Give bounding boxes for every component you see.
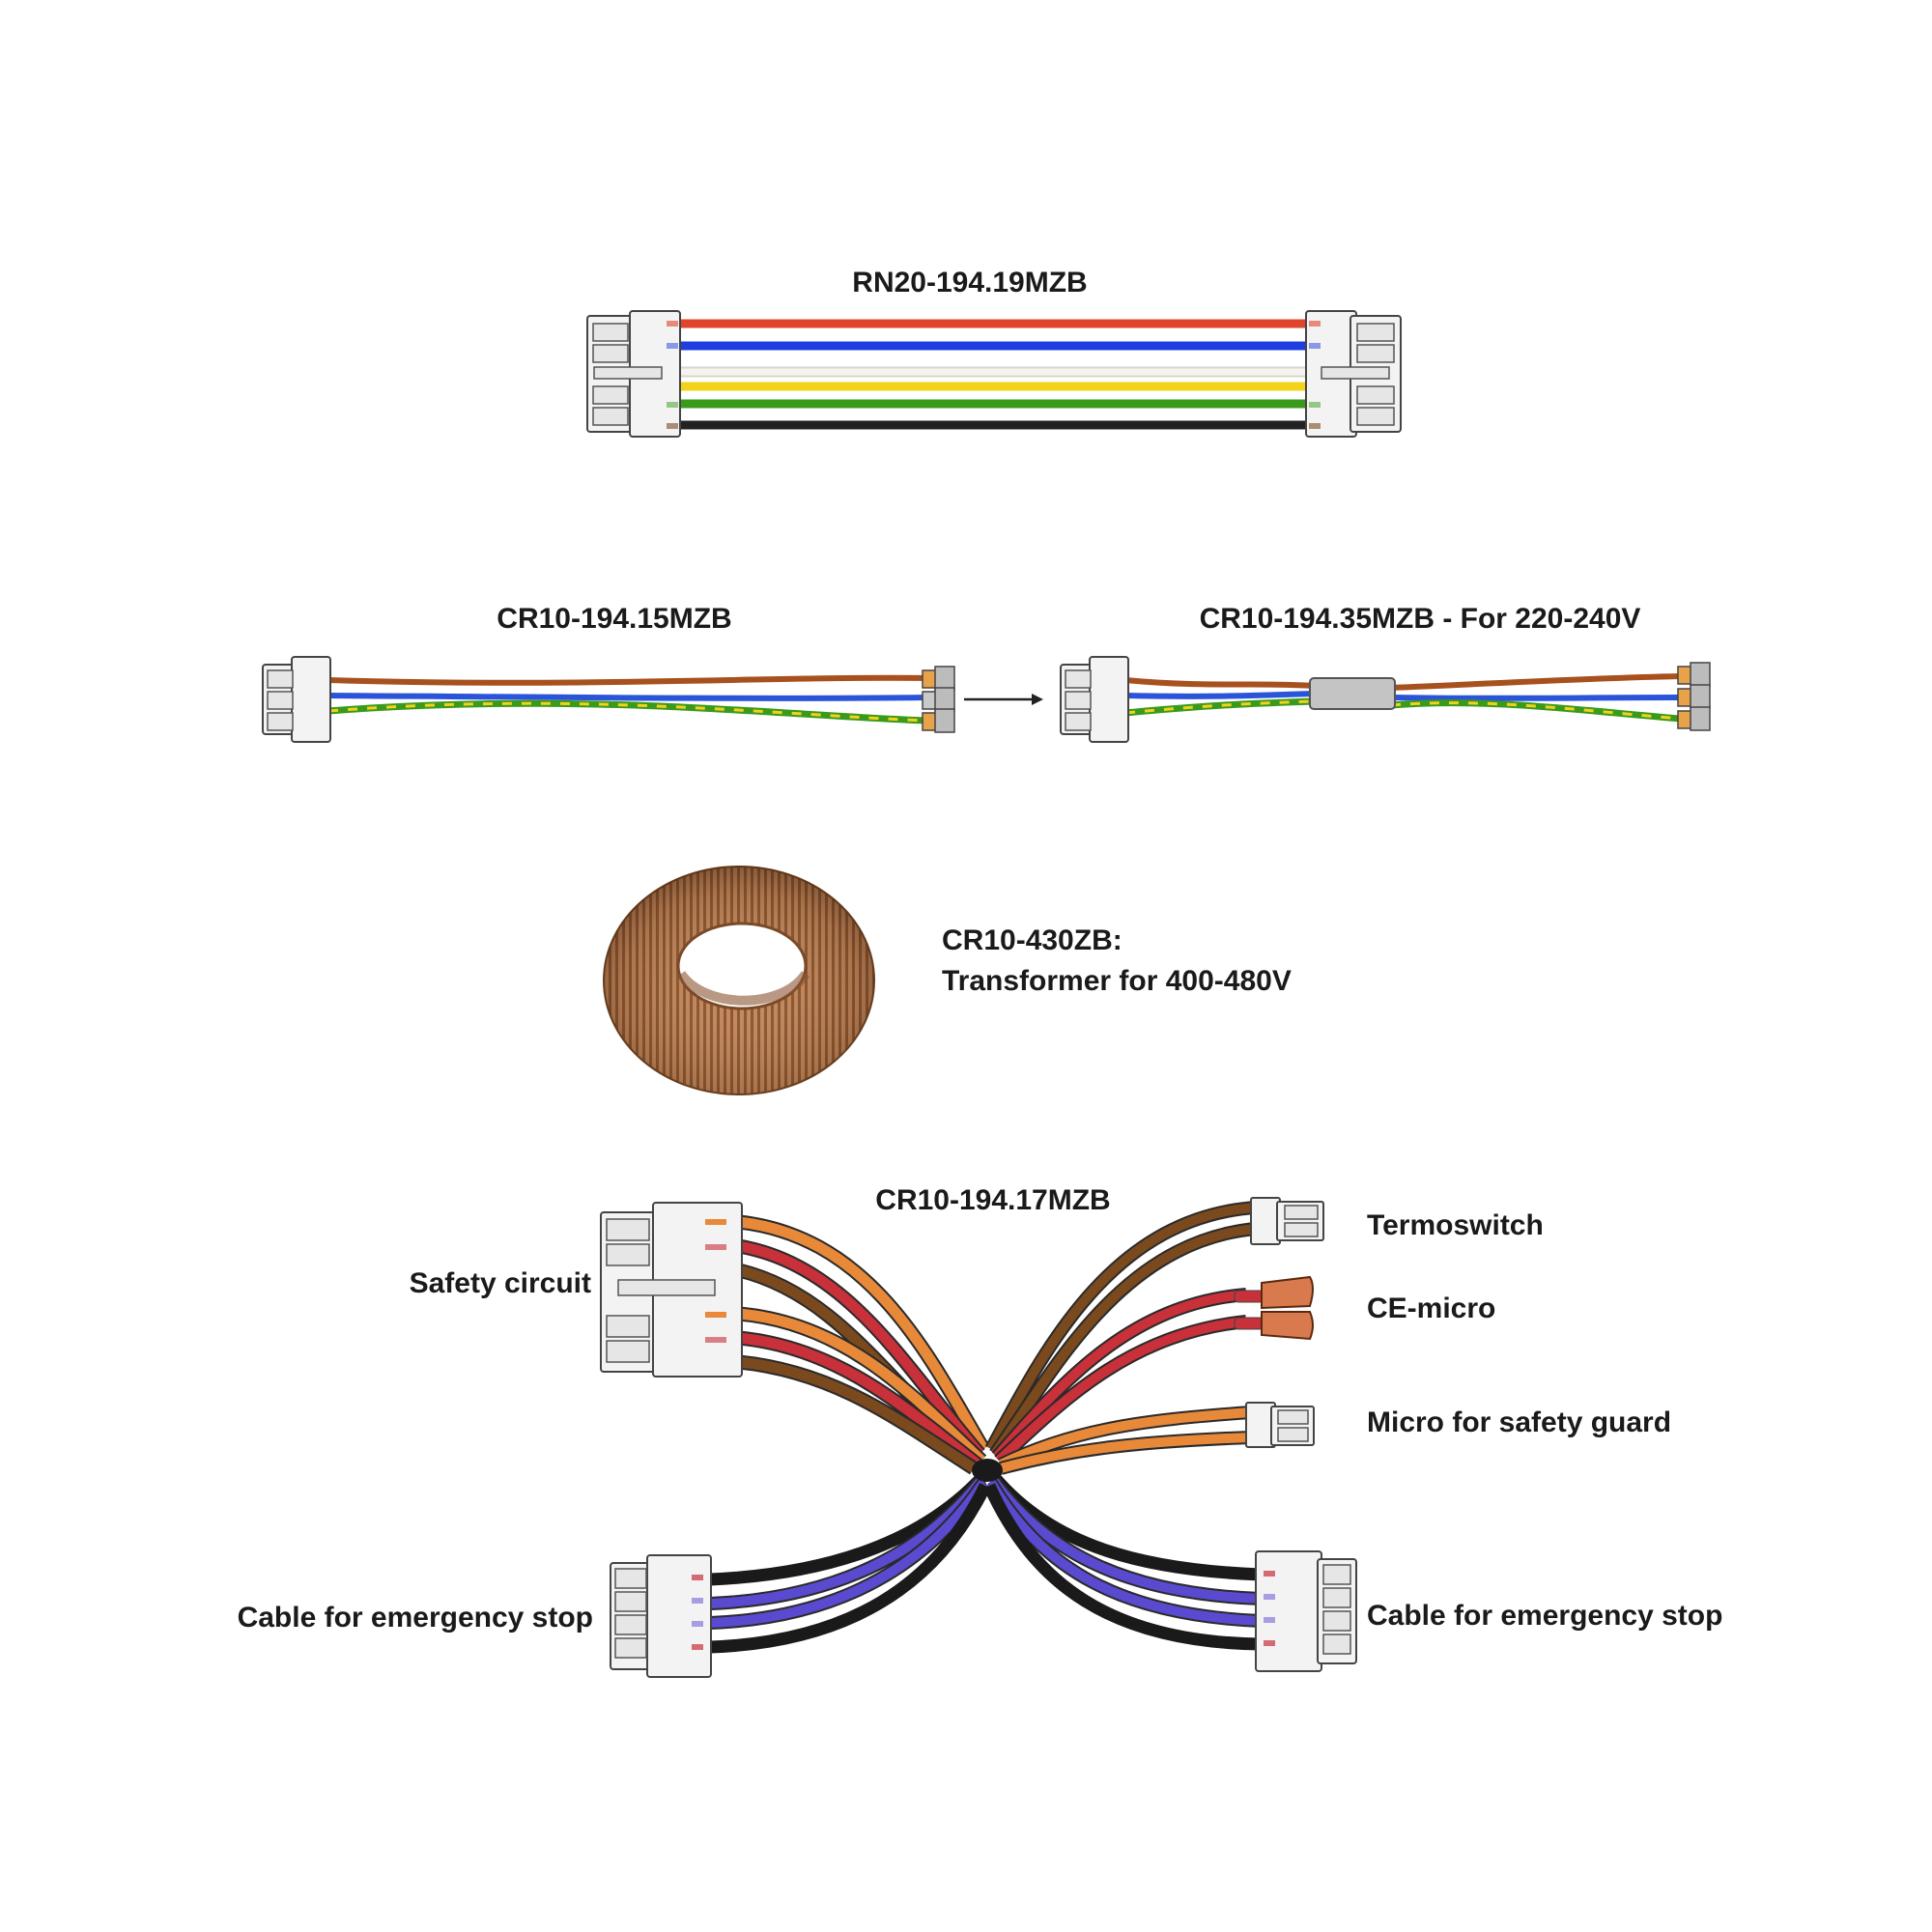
cr35-left-connector — [1060, 656, 1129, 743]
rn20-wires — [676, 319, 1309, 430]
cr35-wire-earth-2 — [1390, 699, 1682, 723]
cr35-wire-brown — [1124, 677, 1315, 689]
rn20-title: RN20-194.19MZB — [852, 267, 1087, 298]
cr15-wire-blue — [327, 693, 928, 701]
cr35-title: CR10-194.35MZB - For 220-240V — [1200, 603, 1641, 635]
cr35-inline-module — [1309, 677, 1396, 710]
rn20-right-connector — [1305, 310, 1402, 438]
cr17-upper-left-wires — [737, 1214, 990, 1475]
cr35-wire-brown-2 — [1390, 673, 1682, 691]
safety-guard-connector — [1245, 1402, 1315, 1448]
cr15-title: CR10-194.15MZB — [497, 603, 731, 635]
cr17-title: CR10-194.17MZB — [875, 1184, 1110, 1216]
termoswitch-label: Termoswitch — [1367, 1209, 1544, 1241]
cr35-wire-blue-2 — [1390, 695, 1682, 701]
safety-circuit-label: Safety circuit — [410, 1267, 591, 1299]
micro-guard-label: Micro for safety guard — [1367, 1406, 1671, 1438]
cr35-wire-blue — [1124, 691, 1315, 699]
cr17-harness — [600, 1197, 1357, 1678]
rn20-cable — [586, 310, 1402, 438]
cr17-lower-right-wires — [983, 1473, 1262, 1651]
toroidal-transformer — [603, 866, 875, 1095]
cr15-wire-earth-stripe — [327, 701, 928, 723]
termoswitch-connector — [1250, 1197, 1324, 1245]
estop-left-label: Cable for emergency stop — [238, 1602, 593, 1634]
cr15-cable — [262, 656, 955, 743]
cr15-wire-earth — [327, 699, 928, 724]
ce-micro-label: CE-micro — [1367, 1293, 1495, 1324]
rn20-left-connector — [586, 310, 681, 438]
cr35-cable — [1060, 656, 1711, 743]
cr17-upper-right-wires — [984, 1201, 1257, 1475]
cr15-left-connector — [262, 656, 331, 743]
cr17-lower-left-wires — [709, 1473, 991, 1654]
cr15-wire-brown — [327, 674, 928, 686]
transformer-desc: Transformer for 400-480V — [942, 965, 1292, 997]
estop-left-connector — [610, 1554, 712, 1678]
estop-right-label: Cable for emergency stop — [1367, 1600, 1722, 1632]
safety-circuit-connector — [600, 1202, 743, 1378]
cable-tie — [972, 1459, 1003, 1482]
estop-right-connector — [1255, 1550, 1357, 1672]
cr35-right-terminals — [1677, 662, 1711, 731]
arrow — [964, 694, 1043, 705]
transformer-code: CR10-430ZB: — [942, 924, 1122, 956]
cr15-right-terminals — [922, 666, 955, 733]
ce-micro-terminals — [1234, 1275, 1314, 1341]
